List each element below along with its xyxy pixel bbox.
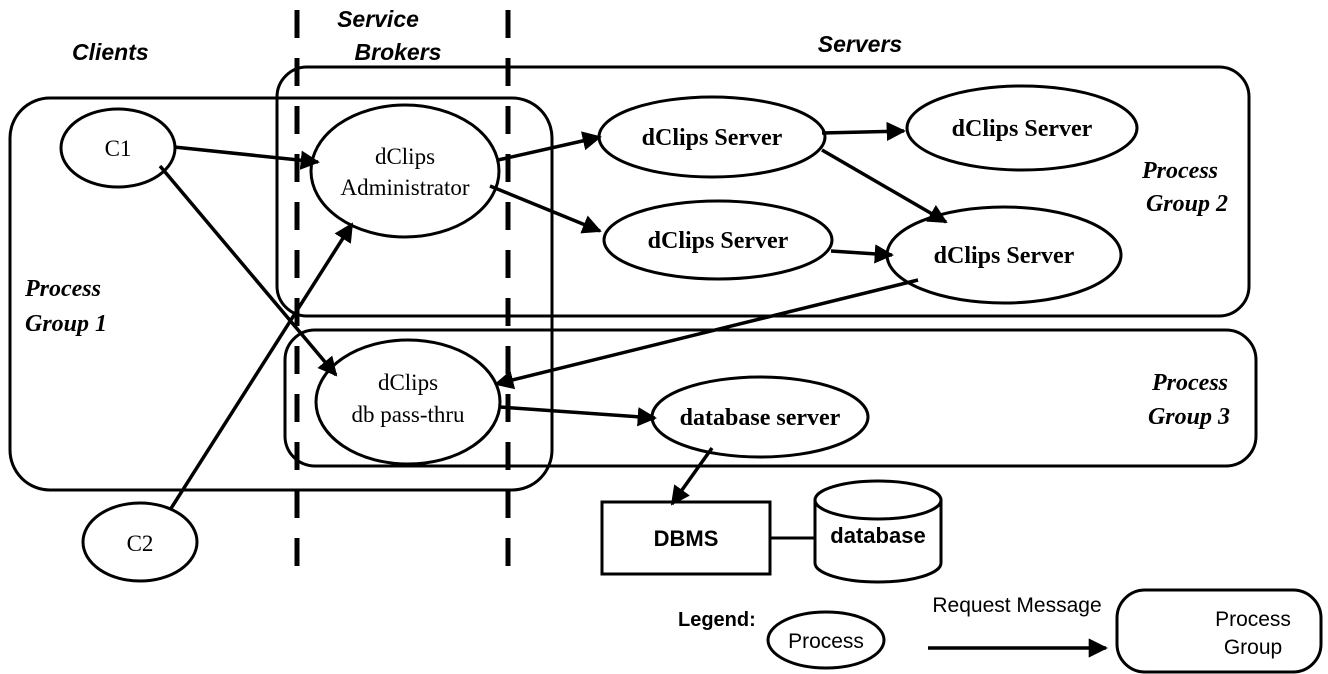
dclips-passthru-label-line1: dClips [378,370,438,395]
arrow-administrator-to-server-a [497,131,602,162]
process-group-1-label-line1: Process [24,276,101,302]
dclips-server-d: dClips Server [885,205,1123,305]
service-brokers-header-line2: Brokers [355,39,442,65]
database-label: database [830,523,925,548]
process-group-2-box [275,65,1251,318]
client-c2: C2 [81,501,199,583]
process-group-2-label-line1: Process [1141,158,1218,184]
dclips-administrator-label-line1: dClips [375,144,435,169]
dclips-server-d-label: dClips Server [934,243,1075,269]
arrow-server-c-to-server-d [830,244,894,264]
arrow-server-d-to-passthru [494,278,919,390]
arrow-c1-to-passthru [158,164,338,377]
dclips-server-a: dClips Server [597,95,827,179]
database-server-label: database server [680,405,841,431]
arrow-c2-to-administrator [168,222,354,511]
servers-header: Servers [818,31,902,57]
arrow-c1-to-administrator [173,145,320,170]
process-group-3-label-line1: Process [1151,370,1228,396]
dbms-box: DBMS [600,500,772,576]
process-group-3-label-line2: Group 3 [1148,404,1230,430]
arrow-passthru-to-database-server [499,405,657,427]
dclips-server-b-label: dClips Server [952,116,1093,142]
process-group-1-box [8,96,554,492]
process-group-2-label-line2: Group 2 [1146,191,1228,217]
process-group-1-label-line2: Group 1 [25,311,107,337]
dclips-passthru-label-line2: db pass-thru [351,402,465,427]
legend-process-group: Process Group [1115,588,1323,674]
legend-process: Process [766,610,886,670]
dbms-label: DBMS [654,526,719,551]
client-c1-label: C1 [105,136,132,161]
dclips-server-c-label: dClips Server [648,228,789,254]
arrow-database-server-to-dbms [670,446,714,506]
client-c2-label: C2 [127,531,154,556]
legend-process-label: Process [788,630,864,653]
clients-header: Clients [72,39,149,65]
dclips-server-c: dClips Server [602,199,834,281]
arrow-server-a-to-server-b [821,121,906,142]
legend-group-label-line1: Process [1215,608,1291,631]
dclips-server-b: dClips Server [905,84,1139,172]
dclips-administrator: dClips Administrator [309,103,501,239]
service-brokers-header-line1: Service [337,6,419,32]
arrow-server-a-to-server-d [821,148,948,224]
dclips-server-a-label: dClips Server [642,125,783,151]
legend-group-label-line2: Group [1224,636,1282,659]
legend-title: Legend: [678,609,756,631]
legend-request-message-label: Request Message [932,594,1101,617]
process-group-3-box [283,328,1258,468]
dclips-administrator-label-line2: Administrator [340,175,469,200]
database-server: database server [650,375,870,459]
database-cylinder: database [813,479,943,584]
client-c1: C1 [59,107,177,189]
arrow-administrator-to-server-c [489,184,602,234]
dclips-db-passthru: dClips db pass-thru [314,338,502,466]
